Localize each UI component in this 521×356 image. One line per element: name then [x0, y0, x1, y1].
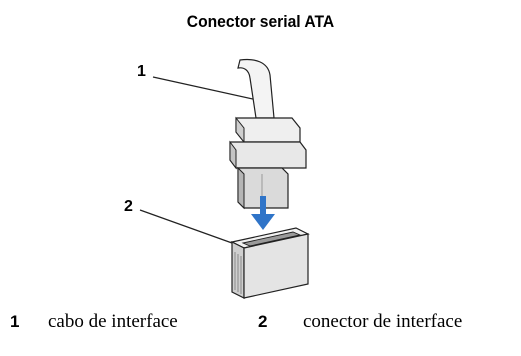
callout-2-leader-line [139, 209, 233, 244]
plug-mid-block [229, 141, 307, 169]
legend-item-2-label: conector de interface [303, 311, 463, 332]
callout-1-leader-line [152, 76, 263, 102]
cable-ribbon [237, 58, 275, 119]
legend-item-1-number: 1 [10, 312, 20, 331]
sata-connector-illustration [139, 58, 310, 299]
callout-2-number: 2 [124, 198, 133, 215]
legend: 1 cabo de interface 2 conector de interf… [0, 306, 521, 336]
figure-title: Conector serial ATA [186, 12, 335, 31]
legend-item-1-label: cabo de interface [48, 311, 178, 332]
plug-top-block [235, 117, 301, 143]
callout-1-number: 1 [137, 63, 146, 80]
legend-item-2-number: 2 [258, 312, 268, 331]
insertion-arrow [251, 196, 275, 230]
interface-connector [230, 227, 310, 299]
interface-cable [229, 58, 307, 210]
